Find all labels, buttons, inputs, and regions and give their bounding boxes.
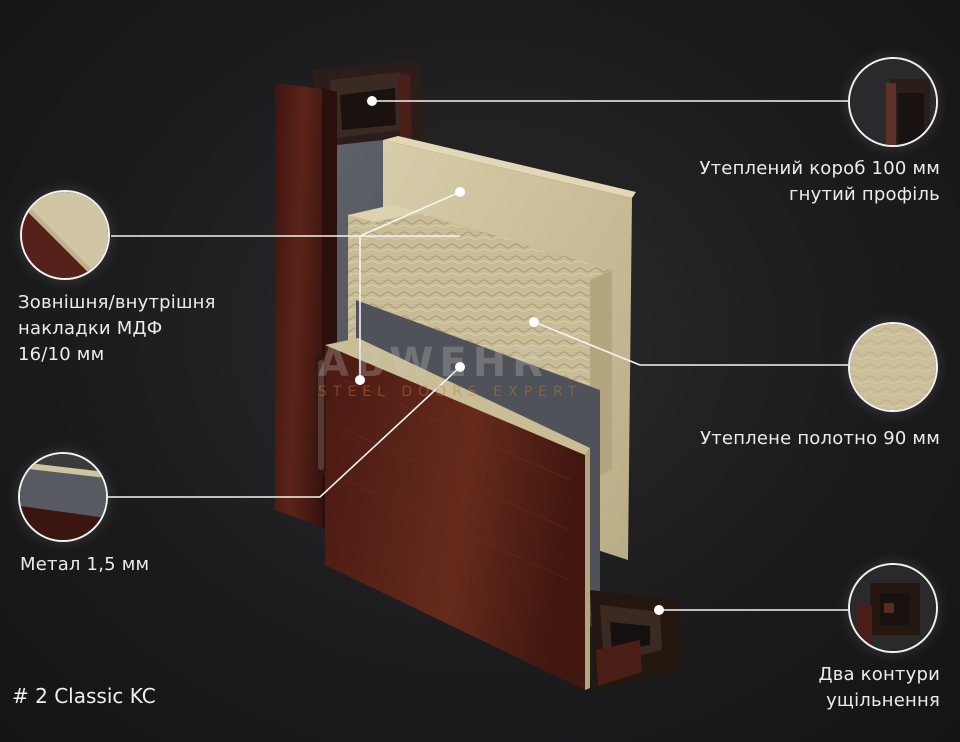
wool-detail-circle — [848, 322, 938, 412]
metal-sheet — [337, 140, 600, 630]
seal-profile — [590, 590, 682, 690]
model-name: # 2 Classic KC — [12, 684, 156, 708]
hinge — [316, 355, 326, 475]
seal-detail-circle — [848, 563, 938, 653]
frame-label: Утеплений короб 100 мм гнутий профіль — [699, 158, 940, 205]
frame-detail-circle — [848, 57, 938, 147]
metal-label: Метал 1,5 мм — [20, 554, 150, 575]
mdf-label: Зовнішня/внутрішня накладки МДФ 16/10 мм — [18, 292, 216, 365]
leader-lines — [108, 100, 848, 611]
leader-dots — [355, 96, 664, 615]
metal-detail-circle — [18, 452, 108, 542]
leaf-label: Утеплене полотно 90 мм — [700, 428, 940, 449]
mdf-detail-circle — [20, 190, 110, 280]
seal-label: Два контури ущільнення — [818, 664, 940, 711]
